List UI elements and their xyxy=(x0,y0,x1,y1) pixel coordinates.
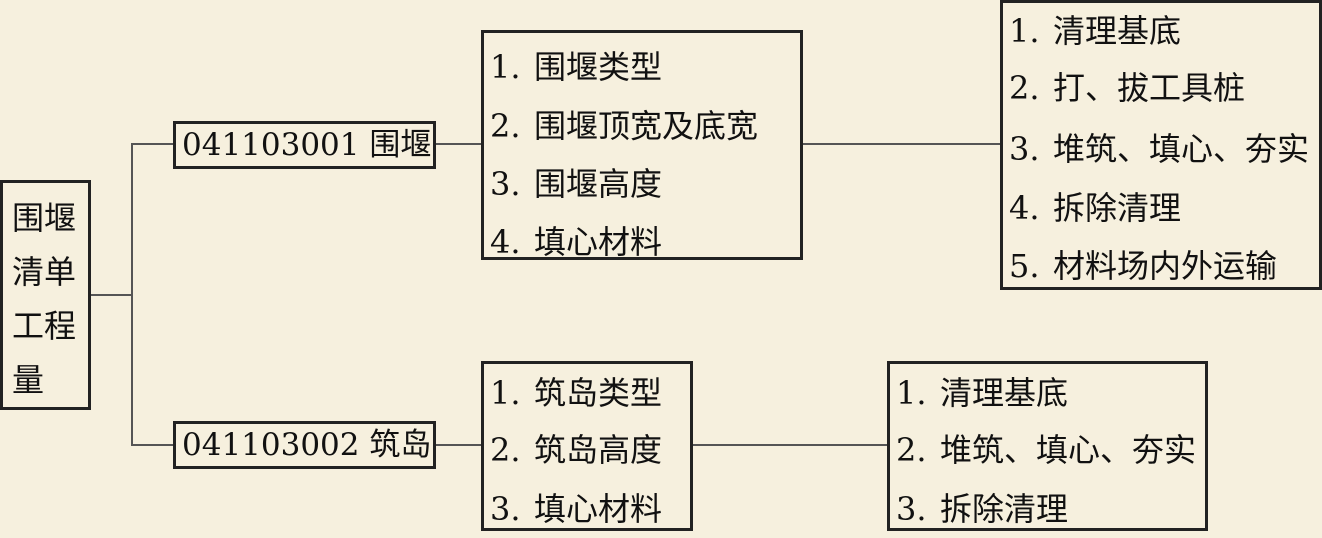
connector-trunk xyxy=(131,143,133,445)
connector-features-1-work xyxy=(803,143,1000,145)
connector-features-2-work xyxy=(693,444,887,446)
list-item: 1.筑岛类型 xyxy=(490,374,663,412)
list-item: 1.清理基底 xyxy=(1009,12,1182,50)
list-item: 1.清理基底 xyxy=(896,374,1069,412)
list-item: 3.堆筑、填心、夯实 xyxy=(1009,130,1310,168)
connector-code-2-features xyxy=(436,444,481,446)
code-label-1: 041103001 围堰 xyxy=(182,127,432,163)
list-item: 3.围堰高度 xyxy=(490,165,663,203)
connector-root xyxy=(91,294,132,296)
root-node: 围堰清单工程量 xyxy=(0,180,91,410)
list-item: 3.填心材料 xyxy=(490,490,663,528)
list-item: 3.拆除清理 xyxy=(896,490,1069,528)
connector-branch-1 xyxy=(131,143,173,145)
list-item: 2.围堰顶宽及底宽 xyxy=(490,107,759,145)
list-item: 2.堆筑、填心、夯实 xyxy=(896,431,1197,469)
list-item: 4.拆除清理 xyxy=(1009,189,1182,227)
root-label: 围堰清单工程量 xyxy=(12,199,77,399)
connector-code-1-features xyxy=(436,143,481,145)
list-item: 1.围堰类型 xyxy=(490,48,663,86)
code-box-2: 041103002 筑岛 xyxy=(173,421,436,469)
work-box-1: 1.清理基底 2.打、拔工具桩 3.堆筑、填心、夯实 4.拆除清理 5.材料场内… xyxy=(1000,0,1322,290)
code-box-1: 041103001 围堰 xyxy=(173,121,436,169)
list-item: 4.填心材料 xyxy=(490,223,663,261)
code-label-2: 041103002 筑岛 xyxy=(182,427,432,463)
connector-branch-2 xyxy=(131,444,173,446)
list-item: 2.筑岛高度 xyxy=(490,431,663,469)
features-box-1: 1.围堰类型 2.围堰顶宽及底宽 3.围堰高度 4.填心材料 xyxy=(481,30,803,261)
work-box-2: 1.清理基底 2.堆筑、填心、夯实 3.拆除清理 xyxy=(887,361,1208,531)
list-item: 5.材料场内外运输 xyxy=(1009,247,1278,285)
features-box-2: 1.筑岛类型 2.筑岛高度 3.填心材料 xyxy=(481,361,693,531)
list-item: 2.打、拔工具桩 xyxy=(1009,69,1246,107)
